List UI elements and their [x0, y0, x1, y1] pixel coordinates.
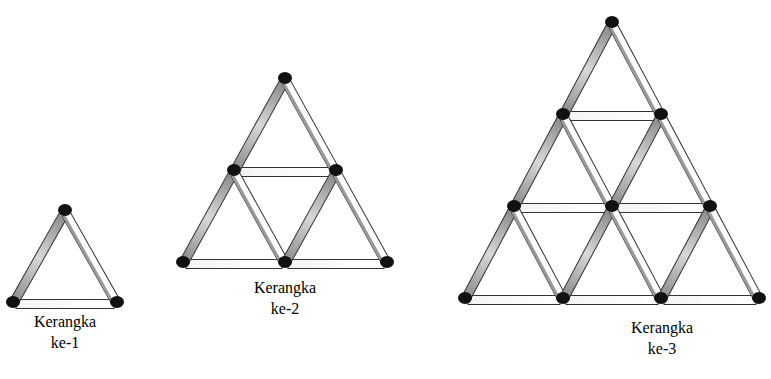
matchstick	[16, 300, 114, 309]
matchstick	[566, 296, 658, 305]
match-head	[556, 292, 570, 304]
matchstick	[462, 209, 516, 300]
match-head	[654, 292, 668, 304]
match-head	[556, 108, 570, 120]
matchstick-shade	[63, 215, 115, 303]
match-head	[605, 16, 619, 28]
triangle-frame	[6, 204, 124, 309]
match-head	[752, 292, 766, 304]
matchstick-shade	[232, 175, 283, 263]
matchstick-shade	[707, 211, 756, 299]
matchstick	[63, 212, 120, 303]
matchstick	[560, 209, 614, 300]
matchstick	[511, 117, 565, 208]
matchstick	[232, 80, 288, 171]
matchstick	[609, 117, 663, 208]
matchstick-shade	[334, 175, 385, 263]
matchstick	[658, 117, 712, 208]
match-head	[329, 164, 343, 176]
matchstick-shade	[283, 83, 334, 171]
match-head	[605, 200, 619, 212]
matchstick	[468, 296, 560, 305]
matchstick	[237, 168, 333, 177]
matchstick-shade	[560, 119, 609, 207]
match-head	[58, 204, 72, 216]
match-head	[278, 72, 292, 84]
matchstick	[283, 172, 339, 263]
frame-caption: Kerangka ke-3	[622, 318, 702, 360]
matchstick	[186, 260, 282, 269]
match-head	[703, 200, 717, 212]
matchstick	[334, 172, 390, 263]
matchstick	[288, 260, 384, 269]
match-head	[176, 256, 190, 268]
triangle-frame	[458, 16, 766, 305]
match-head	[654, 108, 668, 120]
matchstick-shade	[511, 211, 560, 299]
match-head	[507, 200, 521, 212]
matchstick	[609, 25, 663, 116]
matchstick	[658, 209, 712, 300]
match-head	[278, 256, 292, 268]
triangle-frame	[176, 72, 394, 269]
matchstick	[609, 209, 663, 300]
matchstick	[566, 112, 658, 121]
match-head	[110, 296, 124, 308]
match-head	[6, 296, 20, 308]
matchstick	[560, 117, 614, 208]
matchstick	[511, 209, 565, 300]
matchstick-shade	[658, 119, 707, 207]
match-head	[380, 256, 394, 268]
match-head	[458, 292, 472, 304]
matchstick-shade	[609, 27, 658, 115]
matchstick	[11, 212, 68, 303]
frame-caption: Kerangka ke-1	[25, 312, 105, 354]
matchstick	[664, 296, 756, 305]
matchstick	[181, 172, 237, 263]
matchstick	[283, 80, 339, 171]
matchstick	[707, 209, 761, 300]
match-head	[227, 164, 241, 176]
matchstick	[615, 204, 707, 213]
matchstick	[560, 25, 614, 116]
matchstick-shade	[609, 211, 658, 299]
frame-caption: Kerangka ke-2	[245, 278, 325, 320]
matchstick	[517, 204, 609, 213]
matchstick	[232, 172, 288, 263]
